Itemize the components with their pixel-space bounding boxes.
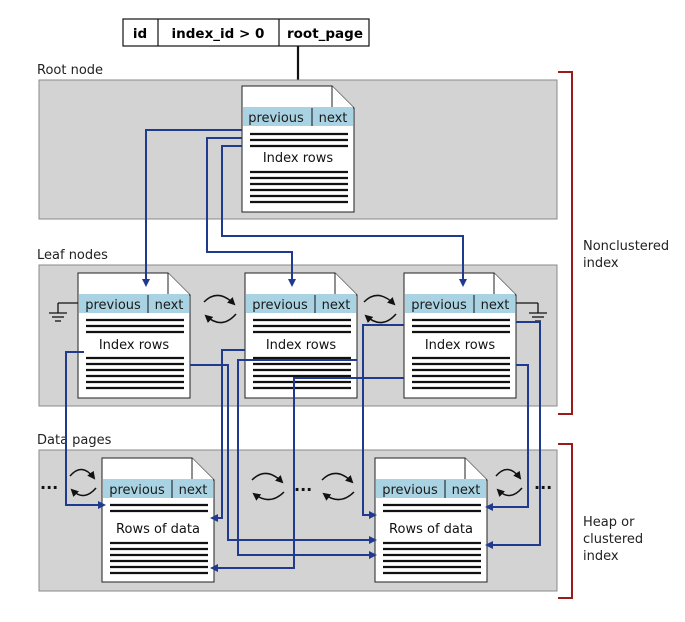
heap-label-line2: clustered bbox=[583, 532, 643, 547]
leaf-page-1: previous next Index rows bbox=[77, 272, 191, 399]
root-to-leaf-arrows bbox=[142, 129, 467, 287]
ellipsis-right: ... bbox=[534, 474, 552, 493]
data1-rows: Rows of data bbox=[116, 522, 200, 537]
leaf2-index-rows: Index rows bbox=[266, 338, 337, 353]
root-page: previous next Index rows bbox=[241, 85, 355, 213]
heap-label-line1: Heap or bbox=[583, 515, 635, 530]
leaf3-next: next bbox=[481, 298, 510, 313]
nonclustered-label-line1: Nonclustered bbox=[583, 239, 669, 254]
header-root-page: root_page bbox=[287, 26, 363, 42]
leaf-page-3: previous next Index rows bbox=[403, 272, 517, 399]
data-link-arrows-right bbox=[495, 468, 523, 498]
leaf1-next: next bbox=[155, 298, 184, 313]
data2-previous: previous bbox=[382, 483, 438, 498]
leaf-to-data-arrows bbox=[65, 321, 541, 572]
data1-previous: previous bbox=[109, 483, 165, 498]
data-pages-label: Data pages bbox=[37, 433, 112, 448]
header-id: id bbox=[133, 26, 147, 42]
leaf-link-arrows-1 bbox=[203, 294, 237, 324]
data-page-2: previous next Rows of data bbox=[374, 457, 488, 583]
root-next: next bbox=[319, 111, 348, 126]
leaf3-index-rows: Index rows bbox=[425, 338, 496, 353]
heap-label-line3: index bbox=[583, 549, 619, 564]
ellipsis-left: ... bbox=[40, 474, 58, 493]
header-index-id: index_id > 0 bbox=[172, 26, 265, 42]
root-node-label: Root node bbox=[37, 63, 103, 78]
nonclustered-bracket bbox=[558, 71, 573, 415]
leaf3-previous: previous bbox=[411, 298, 467, 313]
leaf2-previous: previous bbox=[252, 298, 308, 313]
data-link-arrows-mid2 bbox=[321, 472, 355, 501]
leaf-page-2: previous next Index rows bbox=[244, 272, 358, 399]
leaf-nodes-label: Leaf nodes bbox=[37, 248, 108, 263]
ground-icon-left bbox=[49, 302, 78, 322]
index-header-row: id index_id > 0 root_page bbox=[122, 18, 370, 47]
nonclustered-label-line2: index bbox=[583, 256, 619, 271]
data2-rows: Rows of data bbox=[389, 522, 473, 537]
leaf1-index-rows: Index rows bbox=[99, 338, 170, 353]
leaf-link-arrows-2 bbox=[363, 294, 397, 324]
root-index-rows: Index rows bbox=[263, 151, 334, 166]
data-link-arrows-left bbox=[69, 468, 97, 498]
ellipsis-mid: ... bbox=[294, 476, 312, 495]
root-previous: previous bbox=[248, 111, 304, 126]
leaf2-next: next bbox=[322, 298, 351, 313]
data-link-arrows-mid1 bbox=[251, 472, 285, 501]
leaf1-previous: previous bbox=[85, 298, 141, 313]
data-page-1: previous next Rows of data bbox=[101, 457, 215, 583]
data2-next: next bbox=[452, 483, 481, 498]
data1-next: next bbox=[179, 483, 208, 498]
heap-bracket bbox=[558, 443, 573, 599]
